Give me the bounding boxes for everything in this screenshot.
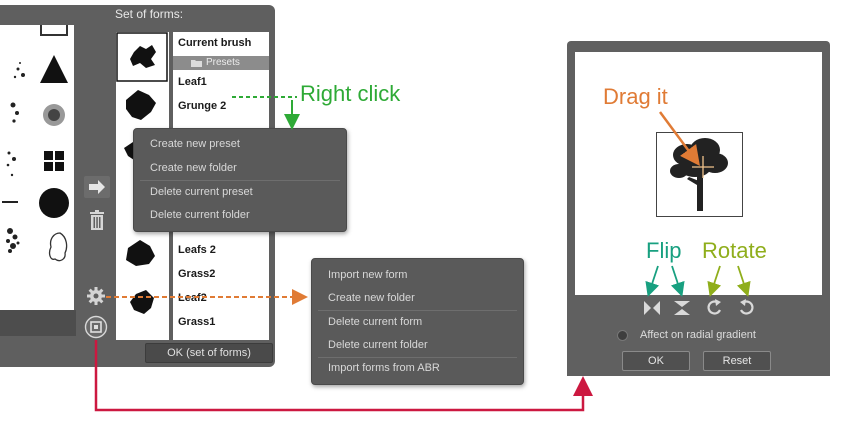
- rotate-arrow-left: [707, 265, 722, 297]
- list-item-grunge-2[interactable]: Grunge 2: [178, 100, 227, 112]
- menu-delete-current-folder[interactable]: Delete current folder: [150, 209, 250, 221]
- drag-arrow: [658, 111, 700, 167]
- rotate-annotation: Rotate: [702, 238, 767, 263]
- list-item-leafs-2[interactable]: Leafs 2: [178, 244, 216, 256]
- menu-delete-current-folder[interactable]: Delete current folder: [328, 339, 428, 351]
- list-item-grass1[interactable]: Grass1: [178, 316, 216, 328]
- leaf-thumb-1: [126, 90, 156, 120]
- flip-annotation: Flip: [646, 238, 682, 263]
- brush-thumb: [130, 45, 156, 68]
- trash-icon: [90, 210, 104, 230]
- rotate-ccw-icon[interactable]: [736, 298, 756, 318]
- list-item-leaf1[interactable]: Leaf1: [178, 76, 207, 88]
- ok-button[interactable]: OK: [622, 351, 690, 371]
- list-item-grass2[interactable]: Grass2: [178, 268, 216, 280]
- menu-create-new-folder[interactable]: Create new folder: [328, 292, 415, 304]
- rotate-cw-icon[interactable]: [705, 298, 725, 318]
- flip-arrow-left: [645, 265, 660, 297]
- leafs-2-thumb: [126, 240, 155, 266]
- shape-leaf-outline: [48, 232, 68, 262]
- import-form-button[interactable]: [84, 315, 108, 339]
- form-context-menu: Import new form Create new folder Delete…: [311, 258, 524, 385]
- import-path-arrow: [94, 340, 593, 412]
- shape-triangle: [40, 55, 68, 83]
- menu-delete-current-form[interactable]: Delete current form: [328, 316, 423, 328]
- right-click-annotation: Right click: [300, 81, 401, 106]
- flip-vertical-icon[interactable]: [672, 299, 692, 317]
- ok-set-of-forms-button[interactable]: OK (set of forms): [145, 343, 273, 363]
- flip-arrow-right: [670, 265, 685, 297]
- shape-splatters: [2, 62, 25, 253]
- menu-separator: [140, 180, 340, 181]
- list-item-current-brush[interactable]: Current brush: [178, 37, 252, 49]
- menu-separator: [318, 310, 517, 311]
- list-item-leaf2[interactable]: Leaf2: [178, 292, 207, 304]
- preset-context-menu: Create new preset Create new folder Dele…: [133, 128, 347, 232]
- gear-icon: [87, 287, 105, 305]
- shape-solid-circle: [39, 188, 69, 218]
- affect-radial-gradient-toggle[interactable]: [617, 330, 628, 341]
- arrow-right-icon: [89, 180, 105, 194]
- menu-create-new-folder[interactable]: Create new folder: [150, 162, 237, 174]
- menu-separator: [318, 357, 517, 358]
- menu-delete-current-preset[interactable]: Delete current preset: [150, 186, 253, 198]
- flip-horizontal-icon[interactable]: [642, 299, 662, 317]
- drag-it-annotation: Drag it: [603, 84, 668, 109]
- shape-four-squares: [44, 151, 53, 160]
- form-preview-box[interactable]: [656, 132, 743, 217]
- menu-import-forms-from-abr[interactable]: Import forms from ABR: [328, 362, 440, 374]
- settings-gear-button[interactable]: [86, 286, 106, 306]
- menu-import-new-form[interactable]: Import new form: [328, 269, 408, 281]
- crosshair-icon: [692, 156, 714, 178]
- import-icon: [84, 315, 108, 339]
- menu-create-new-preset[interactable]: Create new preset: [150, 138, 240, 150]
- folder-icon: [191, 60, 202, 67]
- move-arrow-button[interactable]: [84, 176, 110, 198]
- presets-label: Presets: [206, 57, 240, 68]
- panel-bottom-strip: [0, 310, 76, 336]
- reset-button[interactable]: Reset: [703, 351, 771, 371]
- presets-folder[interactable]: Presets: [173, 56, 269, 70]
- affect-radial-gradient-label: Affect on radial gradient: [640, 329, 756, 341]
- shape-palette: [0, 18, 74, 310]
- rotate-arrow-right: [736, 265, 751, 297]
- forms-panel-title: Set of forms:: [115, 7, 184, 21]
- delete-form-button[interactable]: [86, 208, 108, 232]
